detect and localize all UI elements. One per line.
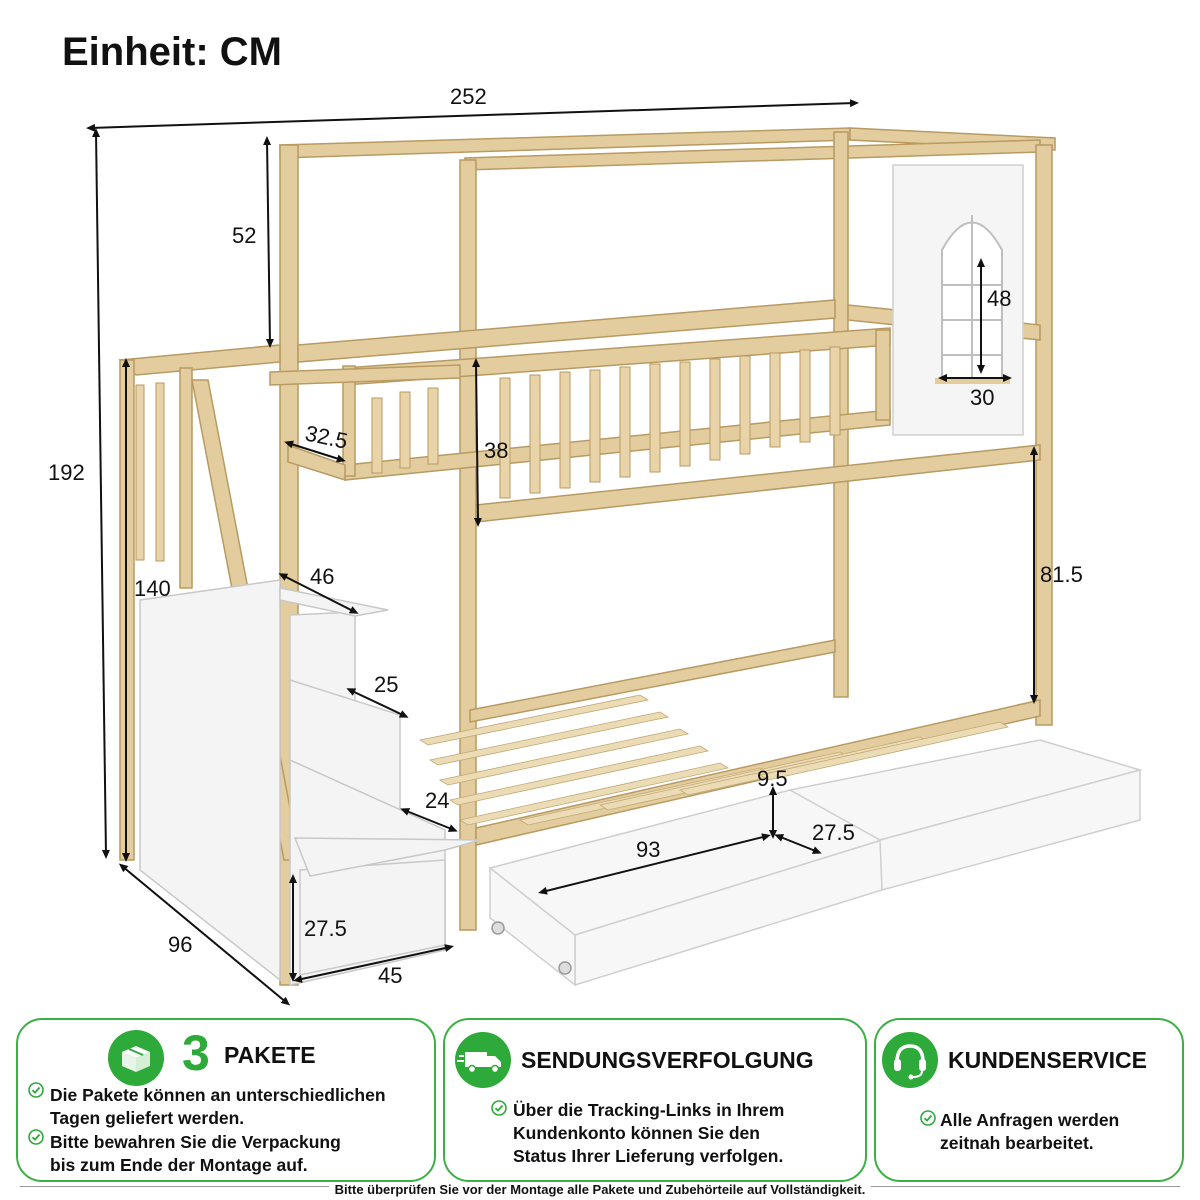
dim-step-width: 46 [310,564,334,589]
dim-lower-clearance: 81.5 [1040,562,1083,587]
unit-title: Einheit: CM [62,30,282,74]
service-line-2: zeitnah bearbeitet. [940,1133,1094,1153]
card-title-customer-service: KUNDENSERVICE [948,1047,1147,1073]
tracking-line-1: Über die Tracking-Links in Ihrem [513,1100,785,1120]
headset-icon [882,1032,938,1088]
check-icon [491,1100,507,1116]
dim-window-width: 30 [970,385,994,410]
card-title-tracking: SENDUNGSVERFOLGUNG [521,1047,814,1073]
dim-drawer-height: 9.5 [757,766,788,791]
dim-total-height: 192 [48,460,85,485]
card-packages: 3 PAKETE Die Pakete können an unterschie… [16,1018,436,1182]
dim-drawer-length: 93 [636,837,660,862]
card-customer-service: KUNDENSERVICE Alle Anfragen werden zeitn… [874,1018,1184,1182]
packages-line-2: Tagen geliefert werden. [50,1108,245,1128]
upper-rail-slats [135,346,841,562]
check-icon [28,1129,44,1145]
dim-step-depth-1: 25 [374,672,398,697]
packages-line-4: bis zum Ende der Montage auf. [50,1155,308,1175]
dim-cubby-height: 27.5 [304,916,347,941]
dim-roof-height: 52 [232,223,256,248]
package-count: 3 [182,1025,210,1081]
tracking-line-3: Status Ihrer Lieferung verfolgen. [513,1146,784,1166]
dimension-lines [86,99,1038,1006]
dim-window-height: 48 [987,286,1011,311]
card-title-packages: PAKETE [224,1042,316,1068]
bunk-bed-illustration: Einheit: CM [48,30,1143,1006]
dim-rail-height: 38 [484,438,508,463]
bed-drawing: 252 192 52 32.5 38 48 30 81.5 140 46 25 … [48,84,1143,1006]
packages-line-3: Bitte bewahren Sie die Verpackung [50,1132,341,1152]
service-line-1: Alle Anfragen werden [940,1110,1120,1130]
check-icon [920,1110,936,1126]
dim-stair-height: 140 [134,576,171,601]
dim-stair-width: 45 [378,963,402,988]
footer-note: Bitte überprüfen Sie vor der Montage all… [0,1182,1200,1197]
card-tracking: SENDUNGSVERFOLGUNG Über die Tracking-Lin… [443,1018,867,1182]
window-panel [892,164,1024,436]
footer-note-text: Bitte überprüfen Sie vor der Montage all… [328,1182,872,1197]
dim-drawer-width: 27.5 [812,820,855,845]
package-icon [108,1030,164,1086]
check-icon [28,1082,44,1098]
delivery-truck-icon [455,1032,511,1088]
dim-total-width: 96 [168,932,192,957]
lower-bed-slats [418,694,1010,826]
tracking-line-2: Kundenkonto können Sie den [513,1123,760,1143]
dim-step-depth-2: 24 [425,788,449,813]
packages-line-1: Die Pakete können an unterschiedlichen [50,1085,386,1105]
dim-total-length: 252 [450,84,487,109]
